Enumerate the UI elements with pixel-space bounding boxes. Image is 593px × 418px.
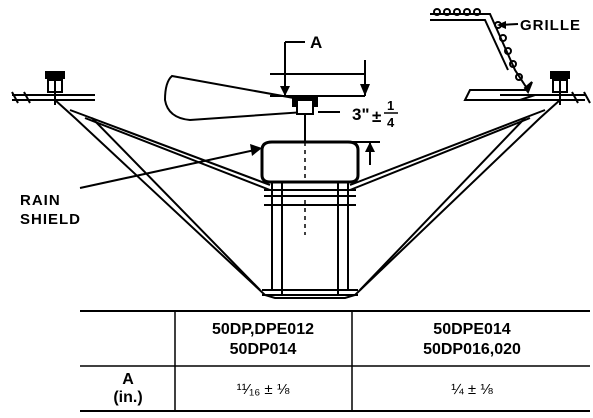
support-frame	[54, 99, 561, 299]
height-tolerance-sign: ±	[372, 107, 381, 126]
table-row-label-line1: A	[122, 371, 134, 388]
table-col2-line2: 50DP016,020	[423, 341, 521, 358]
dimension-a-label: A	[310, 33, 322, 52]
table-col1-line2: 50DP014	[230, 341, 297, 358]
left-bolt	[45, 71, 65, 105]
dimension-table	[80, 310, 590, 412]
height-tolerance-den: 4	[387, 115, 395, 130]
rain-shield-label-line1: RAIN	[20, 192, 61, 209]
grille-label: GRILLE	[520, 17, 581, 34]
center-bolt	[292, 97, 318, 142]
rain-shield-label-line2: SHIELD	[20, 211, 81, 228]
table-row-value-2: ¼ ± ⅛	[451, 381, 493, 398]
deflector	[163, 74, 306, 122]
rain-shield	[260, 140, 360, 184]
table-col1-line1: 50DP,DPE012	[212, 321, 314, 338]
height-value: 3"	[352, 105, 370, 124]
table-col2-line1: 50DPE014	[433, 321, 510, 338]
left-panel	[11, 91, 95, 104]
table-row-label-line2: (in.)	[113, 389, 142, 406]
table-row-value-1: ¹¹⁄₁₆ ± ⅛	[237, 381, 290, 398]
right-bolt	[550, 71, 570, 105]
grille-icon	[430, 8, 536, 101]
right-panel	[500, 91, 591, 104]
drain-body	[262, 181, 358, 296]
height-tolerance-num: 1	[387, 98, 394, 113]
